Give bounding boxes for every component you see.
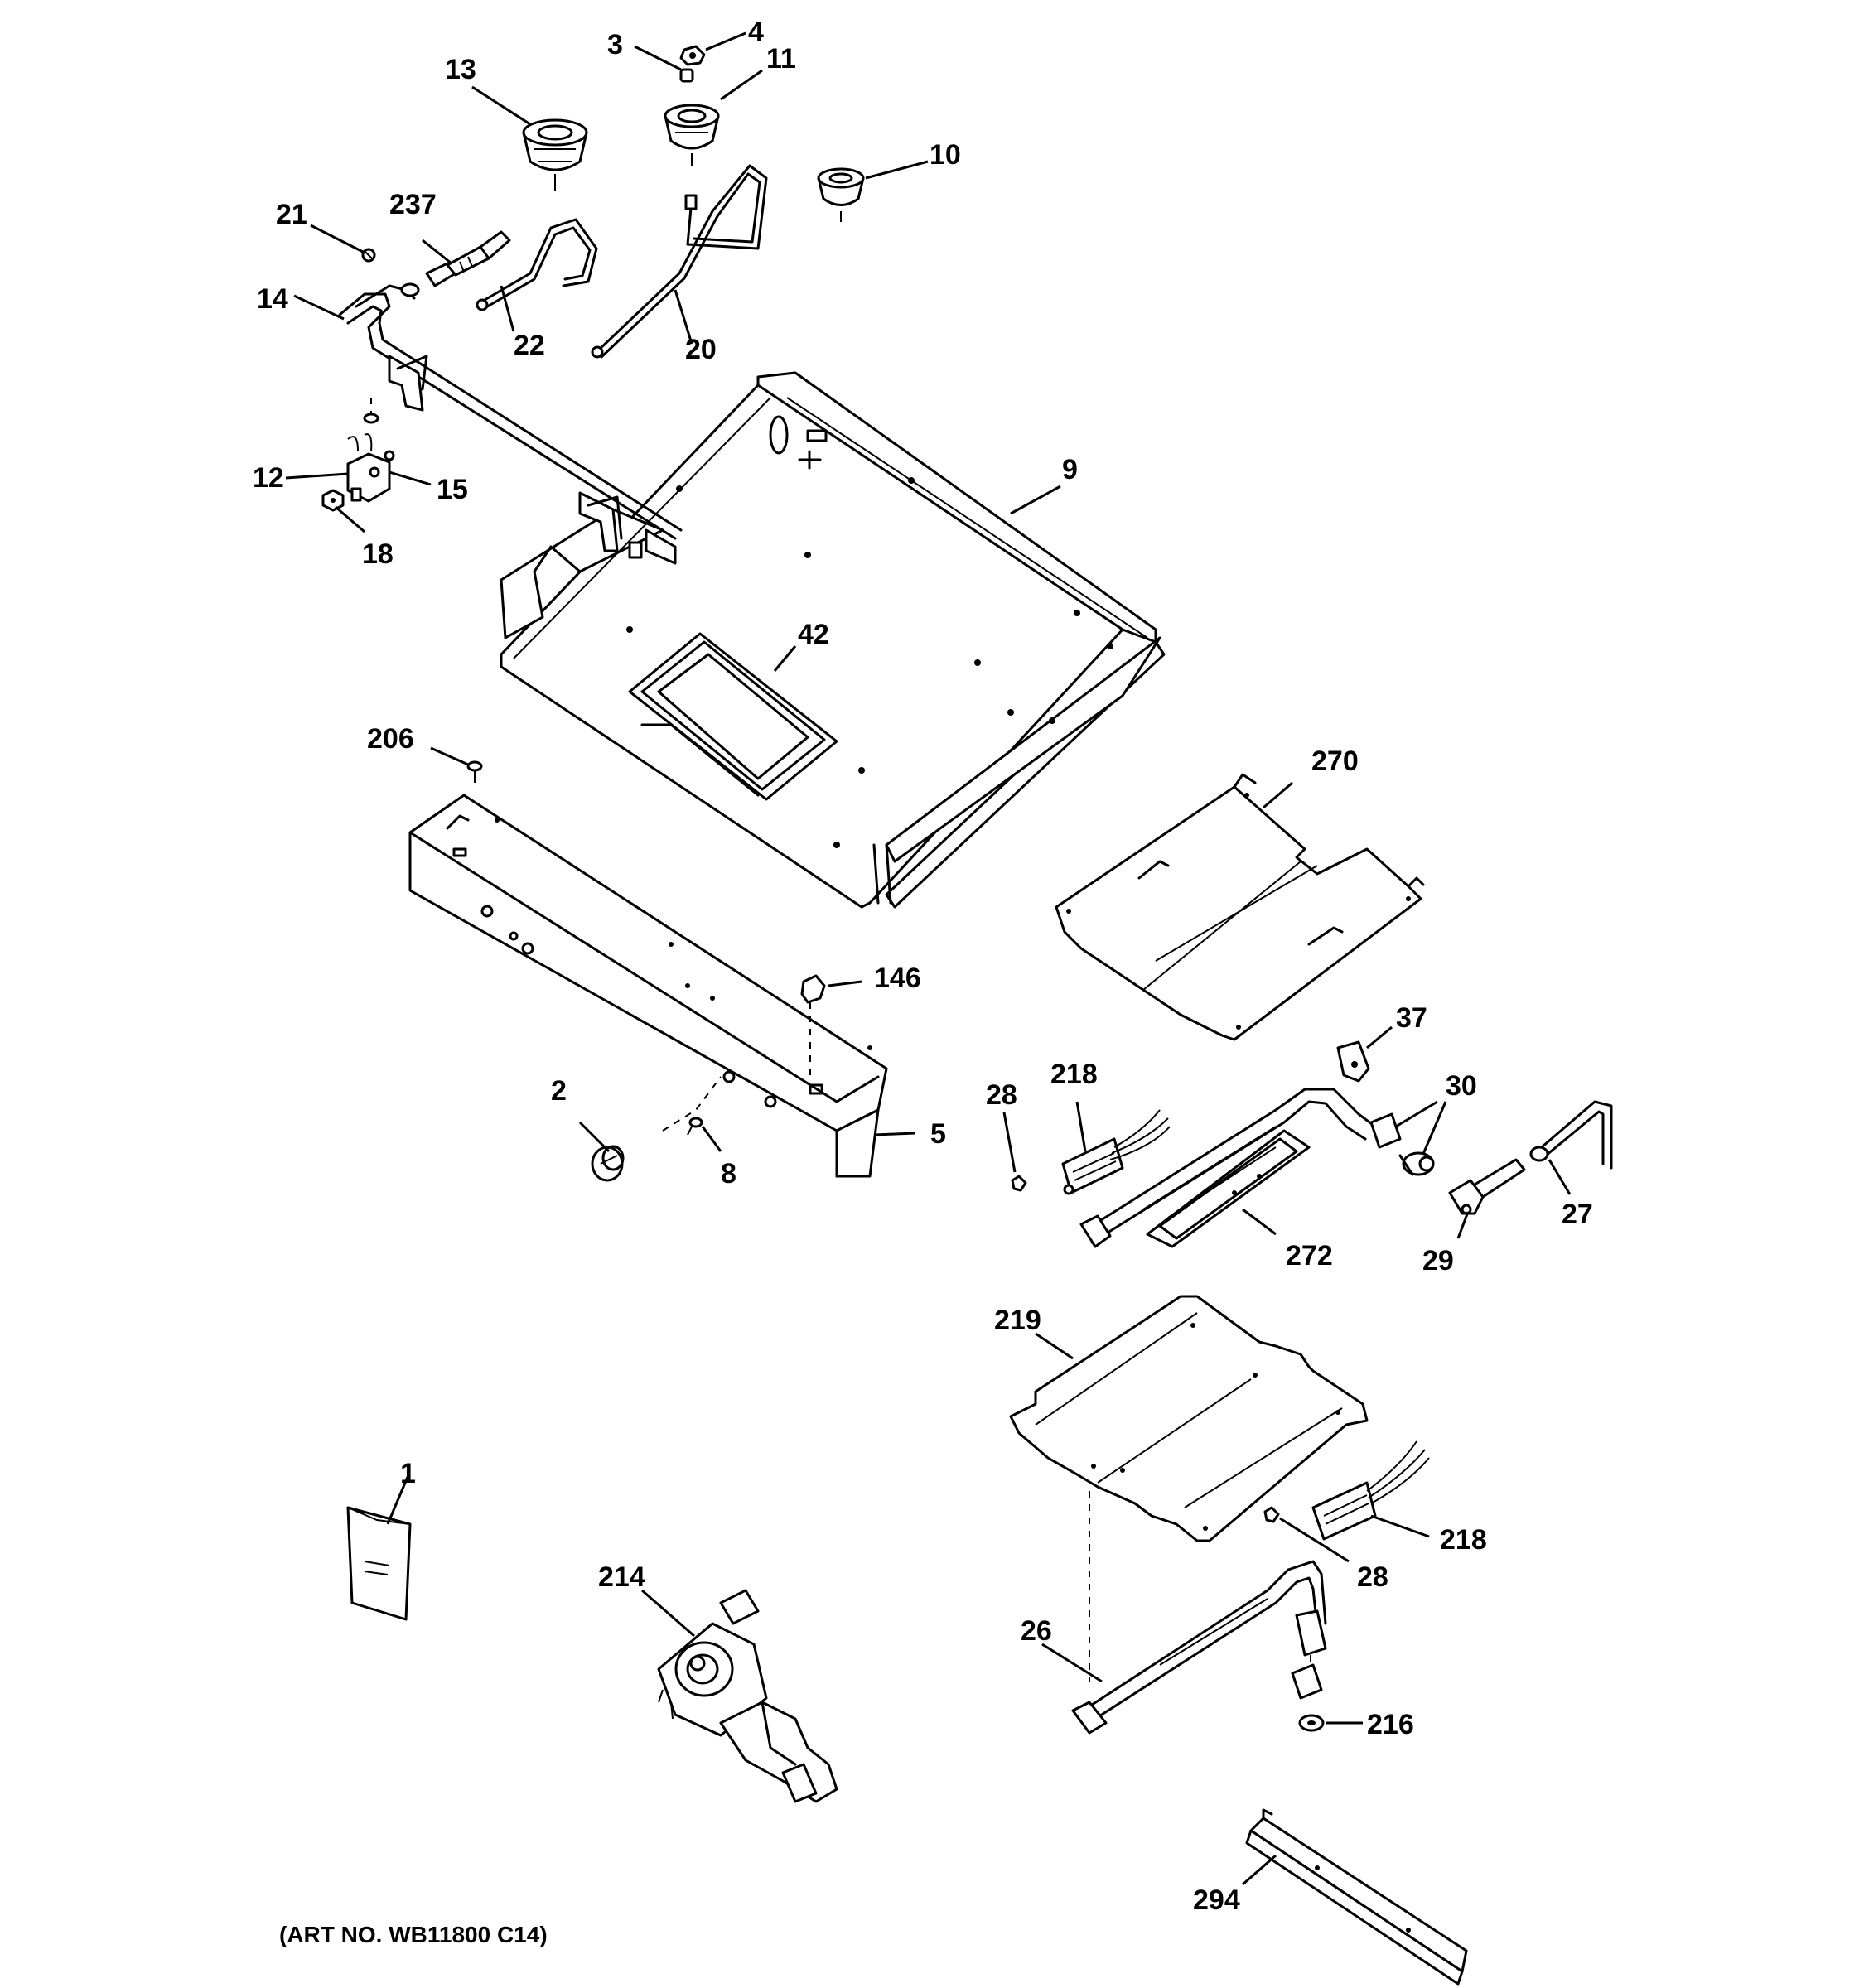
part-5-manifold-panel [408,794,888,1178]
part-26-oven-burner [1071,1491,1327,1735]
callout-218-upper: 218 [1050,1059,1098,1090]
part-10-burner-head [817,167,865,222]
part-1-literature [346,1506,412,1621]
callout-272: 272 [1286,1240,1333,1271]
part-20-gas-tube [591,164,768,359]
callout-10: 10 [930,139,961,171]
part-9-burner-box [500,371,1166,909]
callout-15: 15 [437,474,468,505]
callout-3: 3 [607,29,623,60]
callout-22: 22 [514,330,545,361]
callout-9: 9 [1062,454,1078,485]
part-21-screw [361,248,376,263]
callout-13: 13 [445,54,476,85]
part-27-gas-tube [1529,1100,1613,1170]
part-270-heat-shield [1055,773,1425,1041]
callout-28-upper: 28 [986,1079,1017,1111]
part-28-screw-lower [1263,1506,1280,1523]
callout-214: 214 [598,1561,645,1593]
part-218-igniter-lower [1311,1440,1430,1541]
callout-2: 2 [551,1075,567,1107]
part-12-valve [346,398,395,503]
part-146-clip [800,974,826,1077]
part-29-fitting [1448,1158,1526,1215]
callout-42: 42 [798,619,829,650]
callout-206: 206 [367,723,414,755]
callout-14: 14 [257,283,288,315]
part-237-fitting [425,230,511,287]
part-294-rail [1245,1808,1468,1986]
callout-237: 237 [389,189,437,220]
part-219-broiler-shield [1009,1295,1369,1542]
callout-21: 21 [276,199,307,230]
part-28-screw-upper [1011,1175,1027,1192]
callout-218-lower: 218 [1440,1524,1487,1556]
part-42-opening [628,632,838,801]
part-214-oven-valve [657,1589,838,1803]
part-18-nut [321,489,345,512]
callout-5: 5 [930,1118,946,1150]
leader-lines [285,31,1572,1886]
callout-29: 29 [1422,1245,1454,1276]
callout-28-lower: 28 [1357,1561,1388,1593]
part-22-gas-tube [476,218,598,311]
callout-146: 146 [874,963,921,994]
part-4-cap [679,45,706,66]
callout-30: 30 [1446,1070,1477,1102]
part-30-orifice-holder [1369,1112,1435,1176]
part-206-screw [466,760,483,783]
part-14-manifold [338,282,683,565]
part-218-igniter-upper [1061,1109,1171,1195]
part-272-burner [1146,1129,1311,1248]
part-216-nut [1298,1714,1325,1732]
part-37-bracket [1336,1040,1370,1083]
part-13-burner-head [522,118,588,191]
callout-1: 1 [400,1458,416,1489]
callout-20: 20 [685,334,717,365]
callout-8: 8 [721,1158,736,1189]
callout-37: 37 [1396,1002,1427,1034]
part-8-screw [662,1076,722,1136]
callout-4: 4 [748,17,764,48]
callout-26: 26 [1021,1615,1052,1647]
callout-216: 216 [1367,1709,1414,1740]
callout-294: 294 [1193,1884,1240,1916]
part-2-knob [591,1145,625,1182]
part-3-orifice [679,68,694,83]
callout-18: 18 [362,538,394,570]
callout-219: 219 [994,1305,1041,1336]
callout-27: 27 [1562,1199,1593,1230]
part-broiler-tube [1079,1088,1377,1248]
callout-12: 12 [253,462,284,494]
callout-labels: 13 3 4 11 10 21 237 14 22 20 12 15 18 9 … [253,17,1593,1947]
callout-270: 270 [1311,746,1359,777]
art-number-label: (ART NO. WB11800 C14) [279,1922,548,1947]
callout-11: 11 [766,43,796,75]
part-11-burner-head [664,104,720,166]
